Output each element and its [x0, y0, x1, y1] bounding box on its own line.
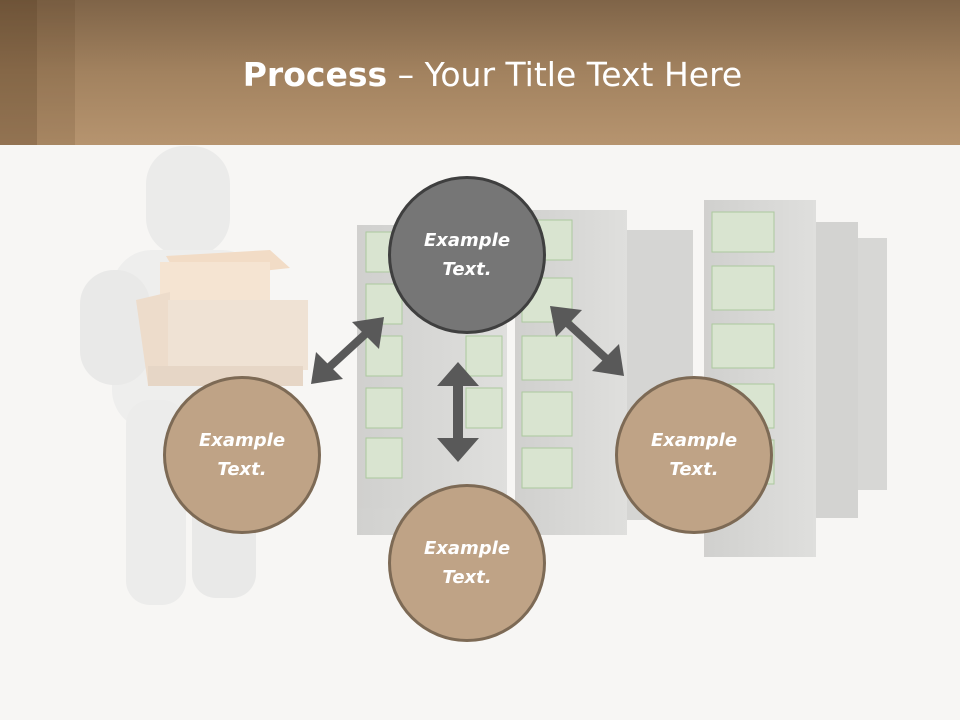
slide-title: Process – Your Title Text Here	[0, 50, 960, 100]
header-bar	[0, 0, 960, 145]
circle-text-line1: Example	[423, 538, 511, 559]
header-accent-stripe	[37, 0, 75, 145]
circle-text-line1: Example	[423, 230, 511, 251]
double-arrow-icon	[550, 306, 624, 376]
header-accent-stripe	[0, 0, 37, 145]
double-arrow-icon	[311, 317, 384, 384]
circle-text-line2: Text.	[442, 567, 492, 588]
person-figure-icon	[80, 146, 308, 605]
circle-text-line2: Text.	[669, 459, 719, 480]
circle-text-line1: Example	[650, 430, 738, 451]
circle-text-line1: Example	[198, 430, 286, 451]
circle-text-line2: Text.	[442, 259, 492, 280]
double-arrow-icon	[437, 362, 479, 462]
circle-text-line2: Text.	[217, 459, 267, 480]
title-bold: Process	[242, 55, 388, 94]
title-rest: – Your Title Text Here	[387, 55, 743, 94]
